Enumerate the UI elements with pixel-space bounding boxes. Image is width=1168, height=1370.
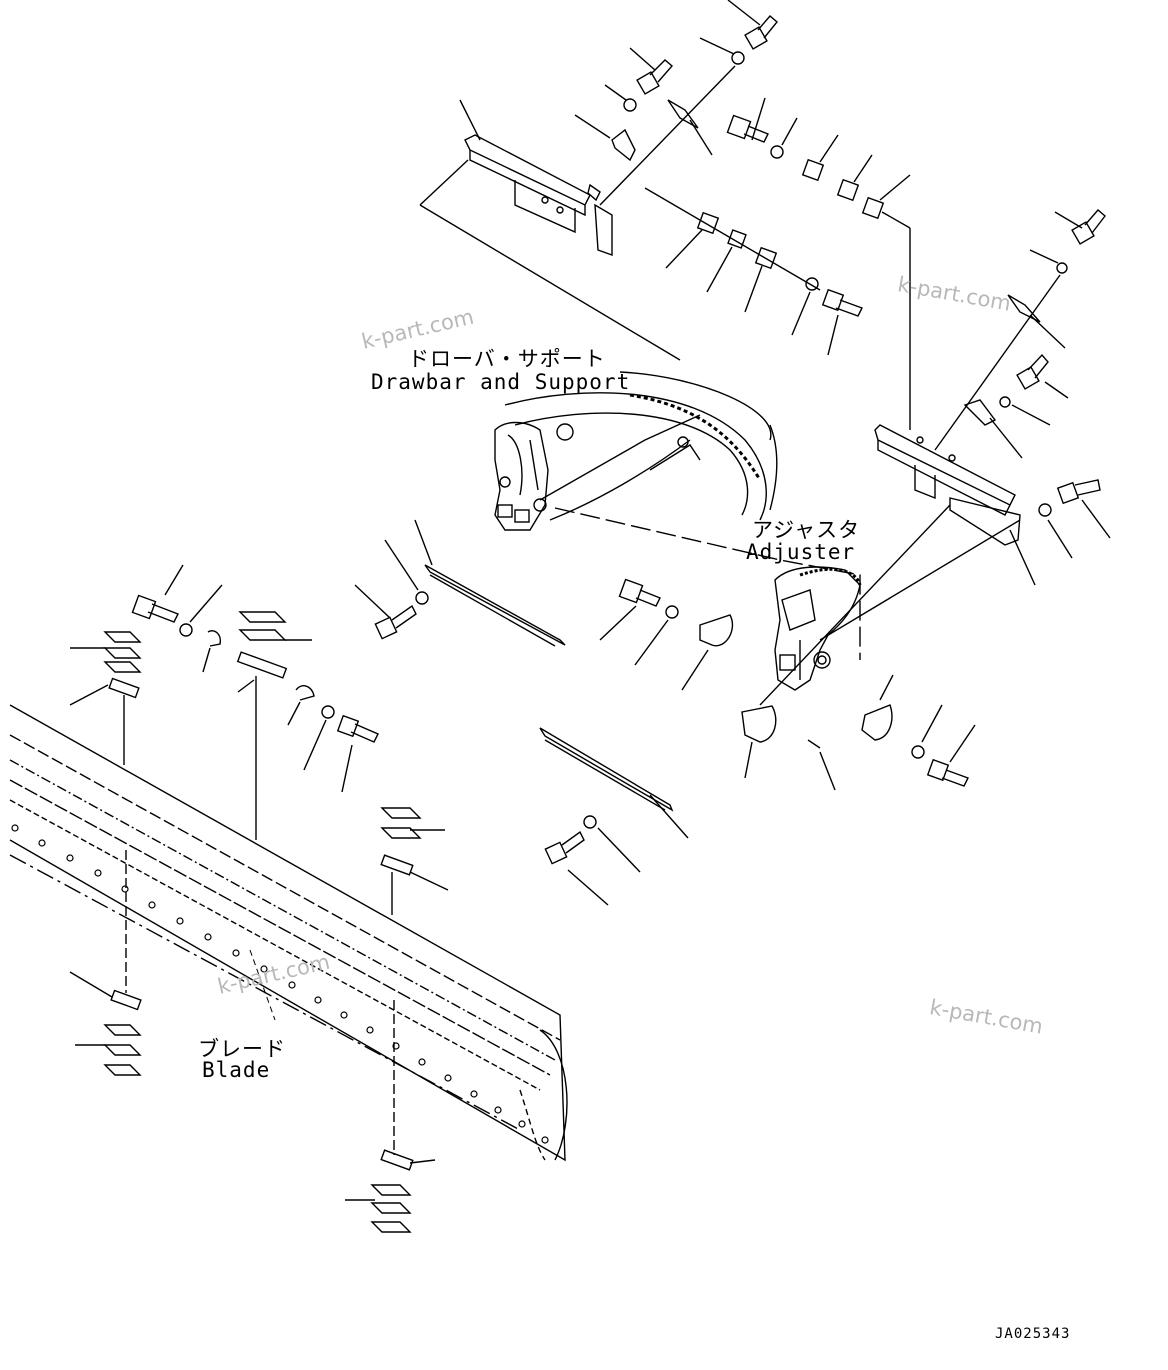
bolt-adjuster-left <box>599 578 734 691</box>
spacer-row <box>644 97 911 430</box>
blade-label-jp: ブレード <box>198 1037 286 1061</box>
circle-ring <box>504 371 778 521</box>
adjuster-assembly <box>774 566 862 691</box>
blade <box>9 704 568 1162</box>
guard-right <box>759 424 1036 706</box>
guard-upper-left <box>419 99 681 361</box>
drawbar-left-bracket <box>494 421 549 531</box>
bolt-blade-mid <box>287 685 379 793</box>
rail-lower <box>539 727 689 839</box>
blade-label-en: Blade <box>202 1058 271 1082</box>
drawbar-label-en: Drawbar and Support <box>371 370 631 394</box>
guard-right-fasteners <box>934 209 1111 559</box>
shim-stack-lower-mid <box>345 807 449 1233</box>
drawing-code: JA025343 <box>995 1326 1071 1342</box>
guard-upper-left-clips <box>574 0 778 206</box>
drawbar-label-jp: ドローバ・サポート <box>408 347 606 371</box>
bolt-rail-upper <box>354 539 429 640</box>
bolt-blade-left <box>131 564 223 673</box>
adjuster-label-jp: アジャスタ <box>752 518 861 542</box>
rail-upper <box>414 519 566 647</box>
label-leaders <box>249 949 276 1021</box>
shim-stack-upper-left <box>69 631 142 765</box>
shim-stack-upper-mid <box>236 611 312 840</box>
blade-holes <box>11 824 549 1144</box>
bolt-rail-lower <box>544 815 641 906</box>
adjuster-label-en: Adjuster <box>746 540 856 564</box>
bolt-adjuster-right <box>741 674 976 791</box>
shim-stack-lower-left <box>69 850 142 1076</box>
